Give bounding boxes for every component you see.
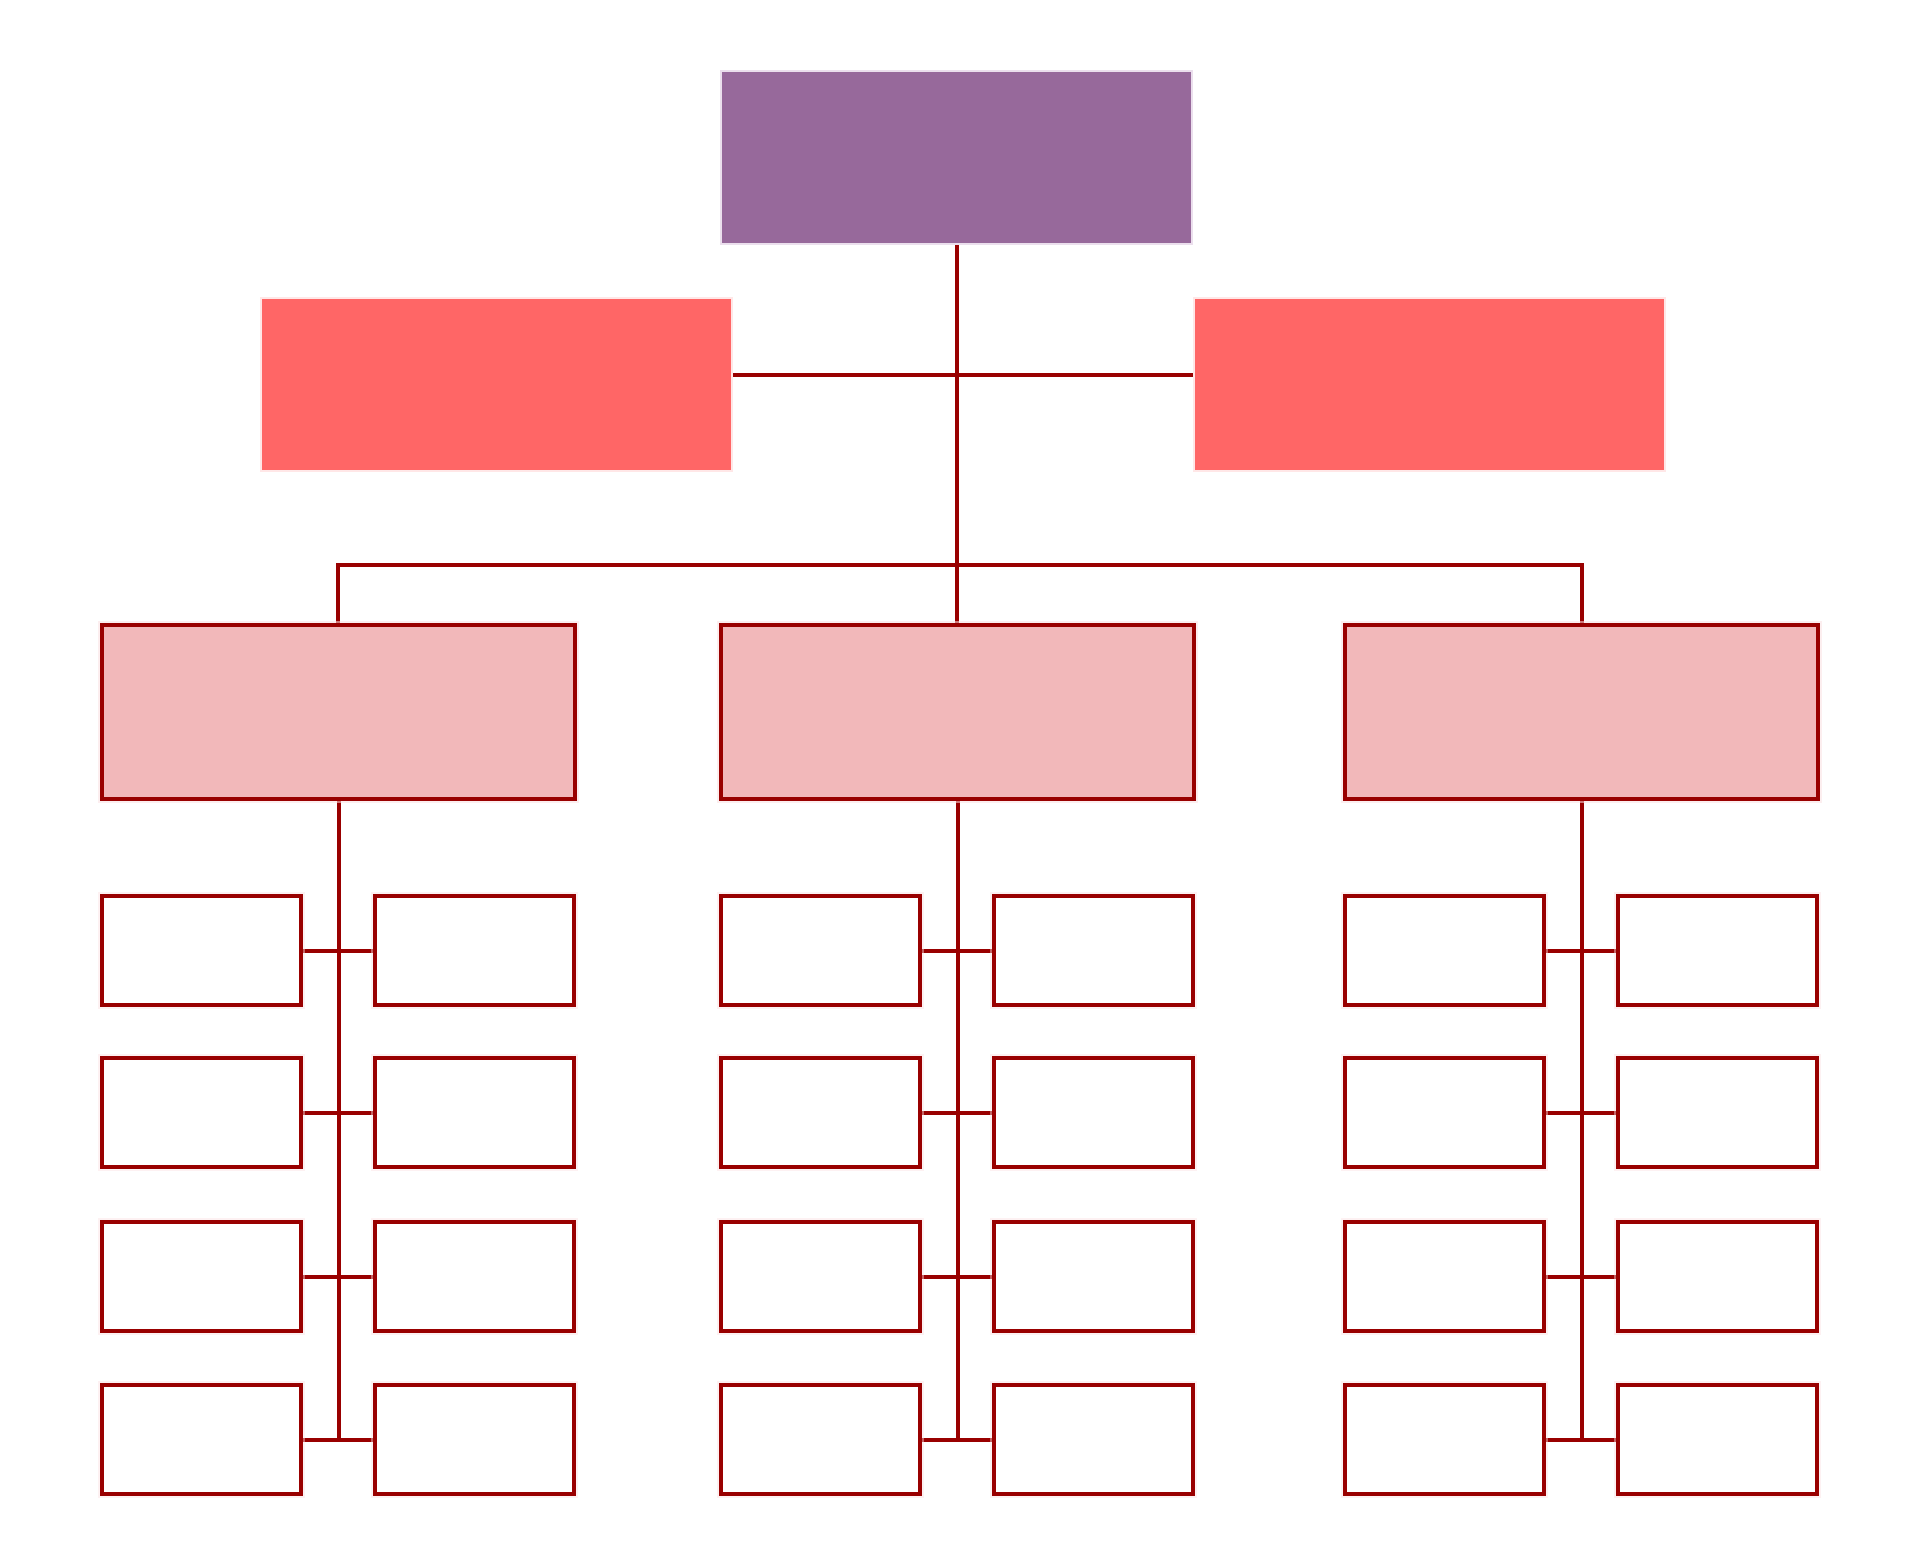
leaf-node-g2-r3-c1 [719,1220,922,1333]
leaf-stub-line-g2-r3 [922,1275,992,1279]
branch-node-2 [719,623,1196,801]
leaf-node-g1-r3-c2 [373,1220,576,1333]
secondary-connector-line [733,373,1193,377]
branch-rail-drop-right-line [1580,563,1584,623]
root-trunk-line [955,245,959,623]
leaf-node-g3-r1-c2 [1616,894,1819,1007]
branch-trunk-line-2 [956,801,960,1441]
leaf-node-g3-r4-c1 [1343,1383,1546,1496]
leaf-node-g2-r4-c1 [719,1383,922,1496]
leaf-stub-line-g2-r1 [922,949,992,953]
branch-trunk-line-3 [1580,801,1584,1441]
leaf-node-g3-r1-c1 [1343,894,1546,1007]
leaf-stub-line-g3-r4 [1546,1438,1616,1442]
leaf-node-g1-r4-c2 [373,1383,576,1496]
leaf-node-g3-r3-c1 [1343,1220,1546,1333]
leaf-node-g1-r4-c1 [100,1383,303,1496]
branch-node-3 [1343,623,1820,801]
leaf-stub-line-g1-r2 [303,1111,373,1115]
leaf-stub-line-g2-r2 [922,1111,992,1115]
leaf-node-g1-r2-c2 [373,1056,576,1169]
root-node [720,70,1193,245]
branch-rail-drop-left-line [336,563,340,623]
leaf-stub-line-g3-r1 [1546,949,1616,953]
leaf-stub-line-g1-r1 [303,949,373,953]
leaf-node-g2-r3-c2 [992,1220,1195,1333]
leaf-node-g2-r4-c2 [992,1383,1195,1496]
leaf-stub-line-g3-r3 [1546,1275,1616,1279]
leaf-node-g2-r2-c1 [719,1056,922,1169]
leaf-stub-line-g3-r2 [1546,1111,1616,1115]
leaf-node-g3-r4-c2 [1616,1383,1819,1496]
leaf-node-g1-r2-c1 [100,1056,303,1169]
leaf-node-g3-r3-c2 [1616,1220,1819,1333]
leaf-node-g2-r2-c2 [992,1056,1195,1169]
branch-node-1 [100,623,577,801]
leaf-stub-line-g1-r3 [303,1275,373,1279]
leaf-stub-line-g1-r4 [303,1438,373,1442]
branch-rail-line [336,563,1584,567]
leaf-node-g1-r1-c1 [100,894,303,1007]
secondary-node-left [260,297,733,472]
leaf-node-g3-r2-c1 [1343,1056,1546,1169]
leaf-node-g2-r1-c2 [992,894,1195,1007]
leaf-stub-line-g2-r4 [922,1438,992,1442]
leaf-node-g3-r2-c2 [1616,1056,1819,1169]
leaf-node-g2-r1-c1 [719,894,922,1007]
branch-trunk-line-1 [337,801,341,1441]
secondary-node-right [1193,297,1666,472]
leaf-node-g1-r3-c1 [100,1220,303,1333]
leaf-node-g1-r1-c2 [373,894,576,1007]
